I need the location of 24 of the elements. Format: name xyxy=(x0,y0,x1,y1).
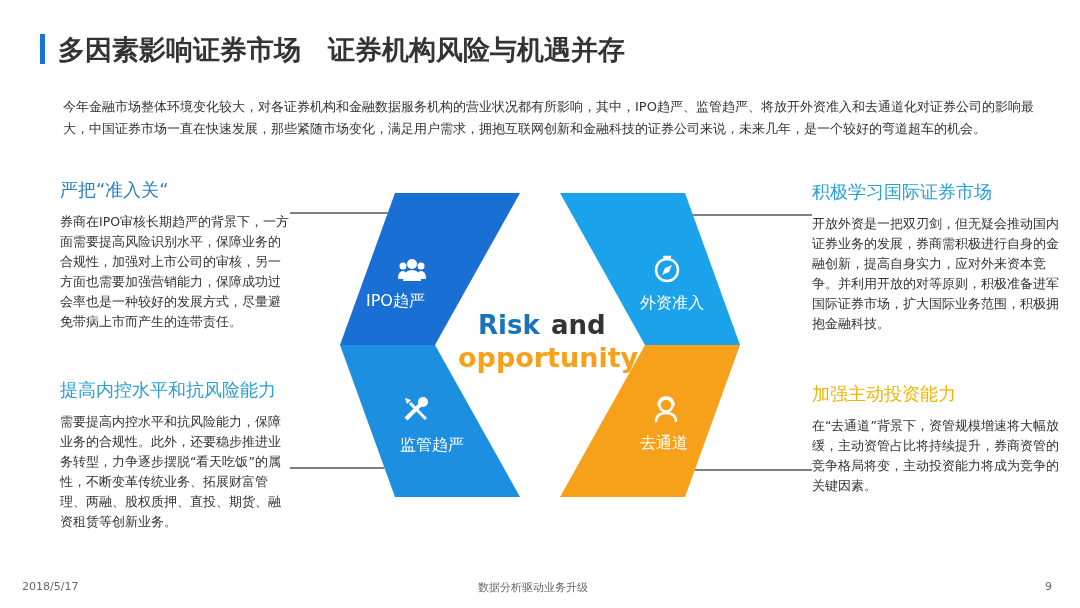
connector-line xyxy=(694,469,813,471)
section-paragraph: 券商在IPO审核长期趋严的背景下，一方面需要提高风险识别水平，保障业务的合规性，加强对上市公司的审核，另一方面也需要加强营销能力，保障成功过会率也是一种较好的发展方式，尽量避免带病上市而产生的连带责任。 xyxy=(60,213,290,331)
intro-paragraph: 今年金融市场整体环境变化较大，对各证券机构和金融数据服务机构的营业状况都有所影响，其中，IPO趋严、监管趋严、将放开外资准入和去通道化对证券公司的影响最大，中国证券市场一直在快速发展，那些紧随市场变化，满足用户需求，拥抱互联网创新和金融科技的证券公司来说，未来几年，是一个较好的弯道超车的机会。 xyxy=(63,98,1035,138)
section-heading: 提高内控水平和抗风险能力 xyxy=(60,378,277,402)
footer-text: 数据分析驱动业务升级 xyxy=(478,580,588,595)
panel-label: 外资准入 xyxy=(640,293,704,314)
panel-label: 去通道 xyxy=(640,433,688,454)
connector-line xyxy=(289,467,386,469)
section-paragraph: 在“去通道”背景下，资管规模增速将大幅放缓，主动资管占比将持续提升，券商资管的竞争格局将变，主动投资能力将成为竞争的关键因素。 xyxy=(812,417,1060,495)
section-heading: 积极学习国际证券市场 xyxy=(812,180,993,204)
connector-line xyxy=(289,212,389,214)
panel-label: 监管趋严 xyxy=(400,435,464,456)
panel-label: IPO趋严 xyxy=(366,291,425,312)
section-heading: 加强主动投资能力 xyxy=(812,382,957,406)
center-title-word: Risk xyxy=(478,310,540,340)
section-paragraph: 需要提高内控水平和抗风险能力，保障业务的合规性。此外，还要稳步推进业务转型，力争逐步摆脱“看天吃饭”的属性，不断变革传统业务、拓展财富管理、两融、股权质押、直投、期货、融资租赁等创新业务。 xyxy=(60,413,282,531)
section-heading: 严把“准入关“ xyxy=(60,178,170,202)
page-number: 9 xyxy=(1045,580,1052,593)
slide-title: 多因素影响证券市场 证券机构风险与机遇并存 xyxy=(58,33,625,67)
section-paragraph: 开放外资是一把双刃剑，但无疑会推动国内证券业务的发展，券商需积极进行自身的金融创新，提高自身实力，应对外来资本竞争。并利用开放的对等原则，积极准备进军国际证券市场，扩大国际业务范围，积极拥抱金融科技。 xyxy=(812,215,1060,333)
footer-date: 2018/5/17 xyxy=(22,580,79,593)
center-title-word: opportunity xyxy=(458,342,639,373)
connector-line xyxy=(692,214,813,216)
center-title-word: and xyxy=(551,310,606,340)
